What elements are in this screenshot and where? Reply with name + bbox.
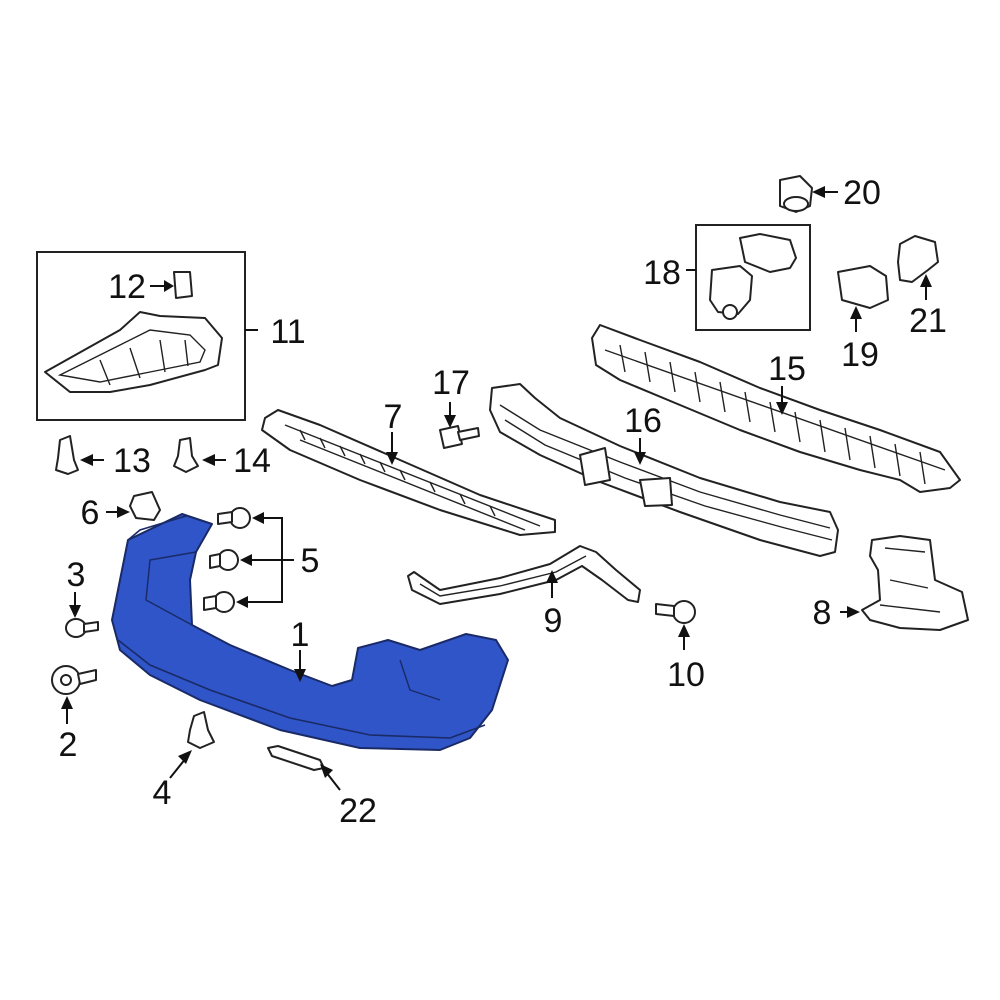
part-5-screws <box>203 507 294 613</box>
part-2-bolt <box>51 665 97 724</box>
callout-10: 10 <box>667 656 705 694</box>
callout-12: 12 <box>108 268 146 306</box>
callout-3: 3 <box>67 556 86 594</box>
callout-16: 16 <box>624 402 662 440</box>
callout-19: 19 <box>841 336 879 374</box>
part-15-absorber <box>591 324 961 493</box>
callout-22: 22 <box>339 792 377 830</box>
part-17-bolt <box>439 402 480 449</box>
callout-15: 15 <box>768 350 806 388</box>
part-8-bracket <box>840 535 969 631</box>
part-19-sensor <box>837 265 889 332</box>
part-9-bracket <box>407 545 641 605</box>
callout-21: 21 <box>909 302 947 340</box>
part-12-clip <box>150 271 193 299</box>
callout-2: 2 <box>59 726 78 764</box>
callout-14: 14 <box>233 442 271 480</box>
part-11-box <box>36 251 258 421</box>
callout-7: 7 <box>384 398 403 436</box>
callout-5: 5 <box>301 542 320 580</box>
part-1-bumper-cover <box>111 513 509 751</box>
callout-1: 1 <box>291 616 310 654</box>
callout-9: 9 <box>544 602 563 640</box>
callout-6: 6 <box>81 494 100 532</box>
part-20-ring <box>779 175 838 213</box>
callout-4: 4 <box>153 774 172 812</box>
part-16-beam <box>489 383 839 557</box>
callout-8: 8 <box>813 594 832 632</box>
callout-18: 18 <box>643 254 681 292</box>
part-18-box <box>686 224 811 331</box>
callout-11: 11 <box>270 313 305 351</box>
part-7-strip <box>261 409 556 536</box>
part-10-bolt <box>655 600 696 650</box>
part-4-clip <box>169 711 215 779</box>
part-3-bolt <box>65 592 99 638</box>
callout-17: 17 <box>432 364 470 402</box>
part-21-retainer <box>897 235 939 300</box>
part-13-clip <box>55 435 104 475</box>
part-14-screw <box>173 437 226 473</box>
part-6-clip <box>106 491 161 521</box>
callout-13: 13 <box>113 442 151 480</box>
callout-20: 20 <box>843 174 881 212</box>
part-22-strip <box>267 745 341 791</box>
